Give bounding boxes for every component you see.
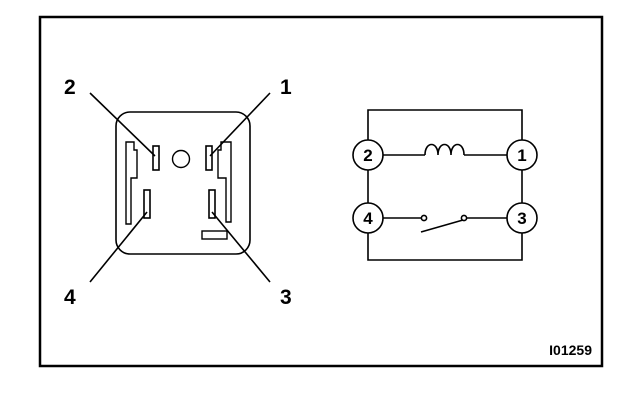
node-1-circle xyxy=(506,139,538,171)
pin-label-3: 3 xyxy=(280,286,292,309)
node-3-circle xyxy=(506,202,538,234)
terminal-1-blade xyxy=(205,145,213,171)
pin-label-1: 1 xyxy=(280,76,292,99)
terminal-3-blade xyxy=(208,189,216,219)
node-2-circle xyxy=(352,139,384,171)
leader-line-2 xyxy=(89,92,156,157)
leader-line-1 xyxy=(209,92,271,157)
node-label-2: 2 xyxy=(363,146,372,165)
figure-code: I01259 xyxy=(549,342,592,358)
relay-connector: 2 1 4 3 xyxy=(64,76,292,309)
switch-blade xyxy=(420,219,464,233)
coil-symbol xyxy=(424,143,465,156)
switch-contact-left xyxy=(420,214,428,222)
bottom-tab xyxy=(201,230,228,240)
terminal-2-blade xyxy=(152,145,160,171)
relay-body xyxy=(115,111,251,255)
center-hole xyxy=(171,149,191,169)
top-wire xyxy=(367,109,523,140)
node-4-circle xyxy=(352,202,384,234)
node-label-4: 4 xyxy=(363,209,373,228)
left-key-profile xyxy=(125,141,138,225)
leader-line-3 xyxy=(211,211,271,283)
terminal-4-blade xyxy=(143,189,151,219)
bottom-wire xyxy=(367,233,523,261)
pin-label-4: 4 xyxy=(64,286,76,309)
node-label-3: 3 xyxy=(517,209,526,228)
node-label-1: 1 xyxy=(517,146,526,165)
pin-label-2: 2 xyxy=(64,76,76,99)
leader-line-4 xyxy=(89,211,148,283)
right-key-profile xyxy=(217,141,232,223)
relay-schematic xyxy=(352,109,538,261)
figure-frame xyxy=(38,15,604,368)
